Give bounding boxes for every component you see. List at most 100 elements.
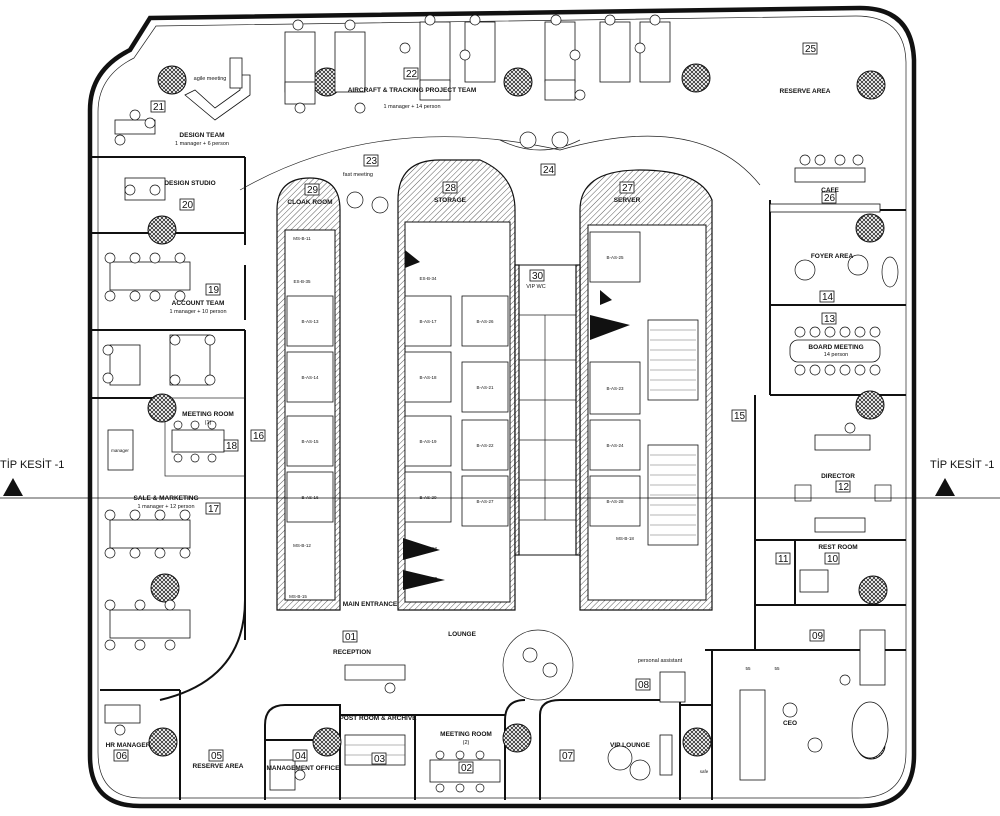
room-29-number: 29 [307, 185, 319, 196]
manager-label: manager [111, 448, 129, 453]
elevator-label: B-AS-18 [419, 375, 437, 380]
room-05-number: 05 [211, 751, 223, 762]
elevator-label: B-AS-26 [476, 319, 494, 324]
room-17-sub: 1 manager + 12 person [137, 504, 194, 510]
section-marker-left: TİP KESİT -1 [0, 458, 64, 471]
room-13-name: BOARD MEETING [808, 344, 863, 351]
elevators-left [286, 295, 334, 523]
elevator-label: B-AS-16 [301, 495, 319, 500]
room-10-name: REST ROOM [818, 544, 857, 551]
shaft-label: ES-B-35 [293, 279, 311, 284]
room-17-name: SALE & MARKETING [134, 495, 199, 502]
room-22-name: AIRCRAFT & TRACKING PROJECT TEAM [348, 87, 477, 94]
outer-envelope [87, 5, 917, 809]
elevator-label: B-AS-27 [476, 499, 494, 504]
hr-manager-furniture [104, 704, 141, 736]
interior-walls [92, 135, 906, 800]
room-08-name: personal assistant [638, 658, 683, 664]
ceo-furniture [739, 629, 889, 781]
room-number-tags [113, 42, 851, 774]
room-19-sub: 1 manager + 10 person [169, 309, 226, 315]
core-labels: B-AS-13 B-AS-14 B-AS-15 B-AS-16 B-AS-17 … [289, 236, 634, 599]
meeting-room-1-furniture [171, 420, 225, 463]
room-20-name: DESIGN STUDIO [164, 180, 215, 187]
meeting-room-2-furniture [429, 750, 501, 793]
vip-lounge-furniture [607, 734, 673, 781]
room-03-name: POST ROOM & ARCHIVE [339, 715, 417, 722]
account-team-furniture [102, 252, 216, 386]
room-11-number: 11 [778, 554, 789, 565]
elevator-label: B-AS-23 [606, 386, 624, 391]
safe-label: safe [700, 769, 709, 774]
room-01-number: 01 [345, 632, 357, 643]
room-30-name: VIP WC [526, 284, 545, 290]
room-07-number: 07 [562, 751, 574, 762]
room-18-sub: (1) [205, 420, 212, 426]
elevators-mid-left [404, 295, 452, 523]
elevator-label: B-AS-25 [606, 255, 624, 260]
room-14-number: 14 [822, 292, 834, 303]
agile-meeting-label: agile meeting [194, 76, 227, 82]
room-20-number: 20 [182, 200, 194, 211]
elevator-label: B-AS-21 [476, 385, 494, 390]
room-27-number: 27 [622, 183, 634, 194]
room-12-name: DIRECTOR [821, 473, 855, 480]
shaft-label: MS-B-13 [419, 546, 437, 551]
lounge-seating [502, 629, 574, 701]
room-21-number: 21 [153, 102, 165, 113]
reception-desk [344, 664, 406, 694]
room-21-sub: 1 manager + 6 person [175, 141, 229, 147]
elevator-label: B-AS-17 [419, 319, 437, 324]
room-05-name: RESERVE AREA [193, 763, 244, 770]
management-office-furniture [269, 759, 306, 791]
room-10-number: 10 [827, 554, 839, 565]
room-07-name: VIP LOUNGE [610, 742, 651, 749]
room-17-number: 17 [208, 504, 220, 515]
room-21-name: DESIGN TEAM [179, 132, 224, 139]
room-22-sub: 1 manager + 14 person [383, 104, 440, 110]
room-06-name: HR MANAGER [106, 742, 151, 749]
room-25-name: RESERVE AREA [780, 88, 831, 95]
room-14-name: FOYER AREA [811, 253, 854, 260]
room-27-name: SERVER [614, 197, 641, 204]
cafe-furniture [769, 154, 881, 213]
elevator-label: B-AS-28 [606, 499, 624, 504]
room-30-number: 30 [532, 271, 544, 282]
building-core [276, 159, 713, 611]
elevator-label: B-AS-14 [301, 375, 319, 380]
director-furniture [794, 422, 892, 502]
room-26-name: CAFE [821, 187, 839, 194]
elevators-right [589, 231, 641, 527]
room-28-number: 28 [445, 183, 457, 194]
columns [147, 63, 888, 760]
room-18-number: 18 [226, 441, 238, 452]
room-18-name: MEETING ROOM [182, 411, 234, 418]
furniture [102, 14, 899, 793]
stairs [647, 319, 699, 546]
assistant-desk [659, 671, 686, 703]
atrium-pods [519, 131, 569, 149]
room-23-name: fast meeting [343, 172, 373, 178]
room-06-number: 06 [116, 751, 128, 762]
shaft-label: MS-B-12 [293, 543, 311, 548]
main-entrance-label: MAIN ENTRANCE [343, 601, 398, 608]
room-26-number: 26 [824, 193, 836, 204]
dim-55-right: 55 [774, 666, 780, 671]
room-labels: 21 DESIGN TEAM 1 manager + 6 person agil… [106, 44, 864, 774]
room-24-number: 24 [543, 165, 555, 176]
elevator-label: B-AS-20 [419, 495, 437, 500]
lounge-label: LOUNGE [448, 631, 476, 638]
room-01-name: RECEPTION [333, 649, 371, 656]
elevator-label: B-AS-19 [419, 439, 437, 444]
shaft-label: MS-B-18 [616, 536, 634, 541]
room-02-name: MEETING ROOM [440, 731, 492, 738]
room-29-name: CLOAK ROOM [287, 199, 332, 206]
room-13-number: 13 [824, 314, 836, 325]
shaft-label: ES-B-34 [419, 276, 437, 281]
elevator-label: B-AS-13 [301, 319, 319, 324]
shaft-label: MS-B-17 [419, 576, 437, 581]
room-23-number: 23 [366, 156, 378, 167]
elevator-label: B-AS-15 [301, 439, 319, 444]
room-02-sub: (2) [463, 740, 470, 746]
